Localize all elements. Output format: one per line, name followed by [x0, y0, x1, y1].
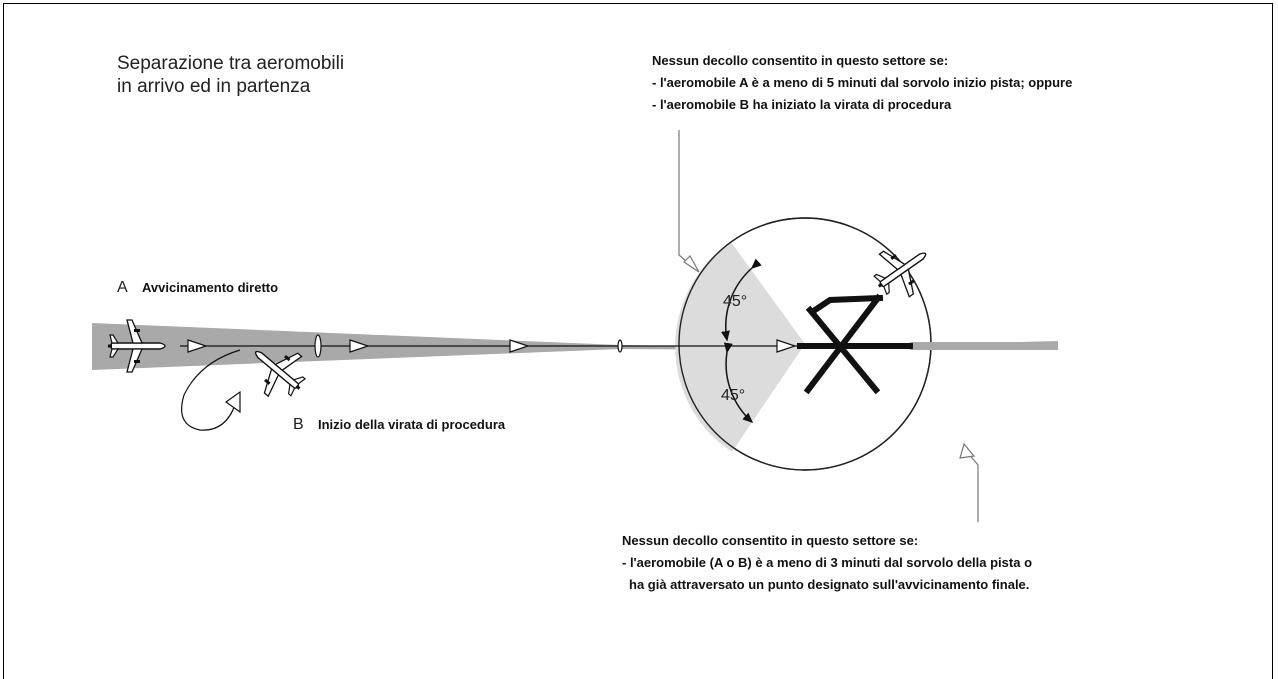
- procedure-turn-path: [181, 349, 241, 431]
- upper-angle-arc: [720, 258, 762, 342]
- approach-markers: [314, 334, 623, 358]
- aircraft-b-label: Inizio della virata di procedura: [318, 417, 506, 432]
- aircraft-b-letter: B: [293, 416, 304, 433]
- bottom-note-heading: Nessun decollo consentito in questo sett…: [622, 533, 918, 548]
- top-note-pointer: [678, 130, 695, 269]
- aircraft-a-letter: A: [117, 279, 128, 296]
- top-note-item-1: - l'aeromobile A è a meno di 5 minuti da…: [652, 75, 1072, 90]
- diagram-title-line-1: Separazione tra aeromobili: [117, 53, 344, 74]
- bottom-note-pointer: [966, 451, 979, 522]
- diagram-title-line-2: in arrivo ed in partenza: [117, 76, 311, 97]
- aircraft-a-label: Avvicinamento diretto: [142, 280, 278, 295]
- bottom-note-item-1: - l'aeromobile (A o B) è a meno di 3 min…: [622, 555, 1032, 570]
- lower-angle-label: 45°: [721, 387, 745, 404]
- top-note-item-2: - l'aeromobile B ha iniziato la virata d…: [652, 97, 952, 112]
- lower-angle-arc: [723, 342, 754, 424]
- top-note-heading: Nessun decollo consentito in questo sett…: [652, 53, 948, 68]
- runway-layout: [797, 293, 913, 395]
- approach-arrows: [187, 339, 797, 353]
- upper-angle-label: 45°: [723, 293, 747, 310]
- bottom-note-item-2: ha già attraversato un punto designato s…: [629, 577, 1029, 592]
